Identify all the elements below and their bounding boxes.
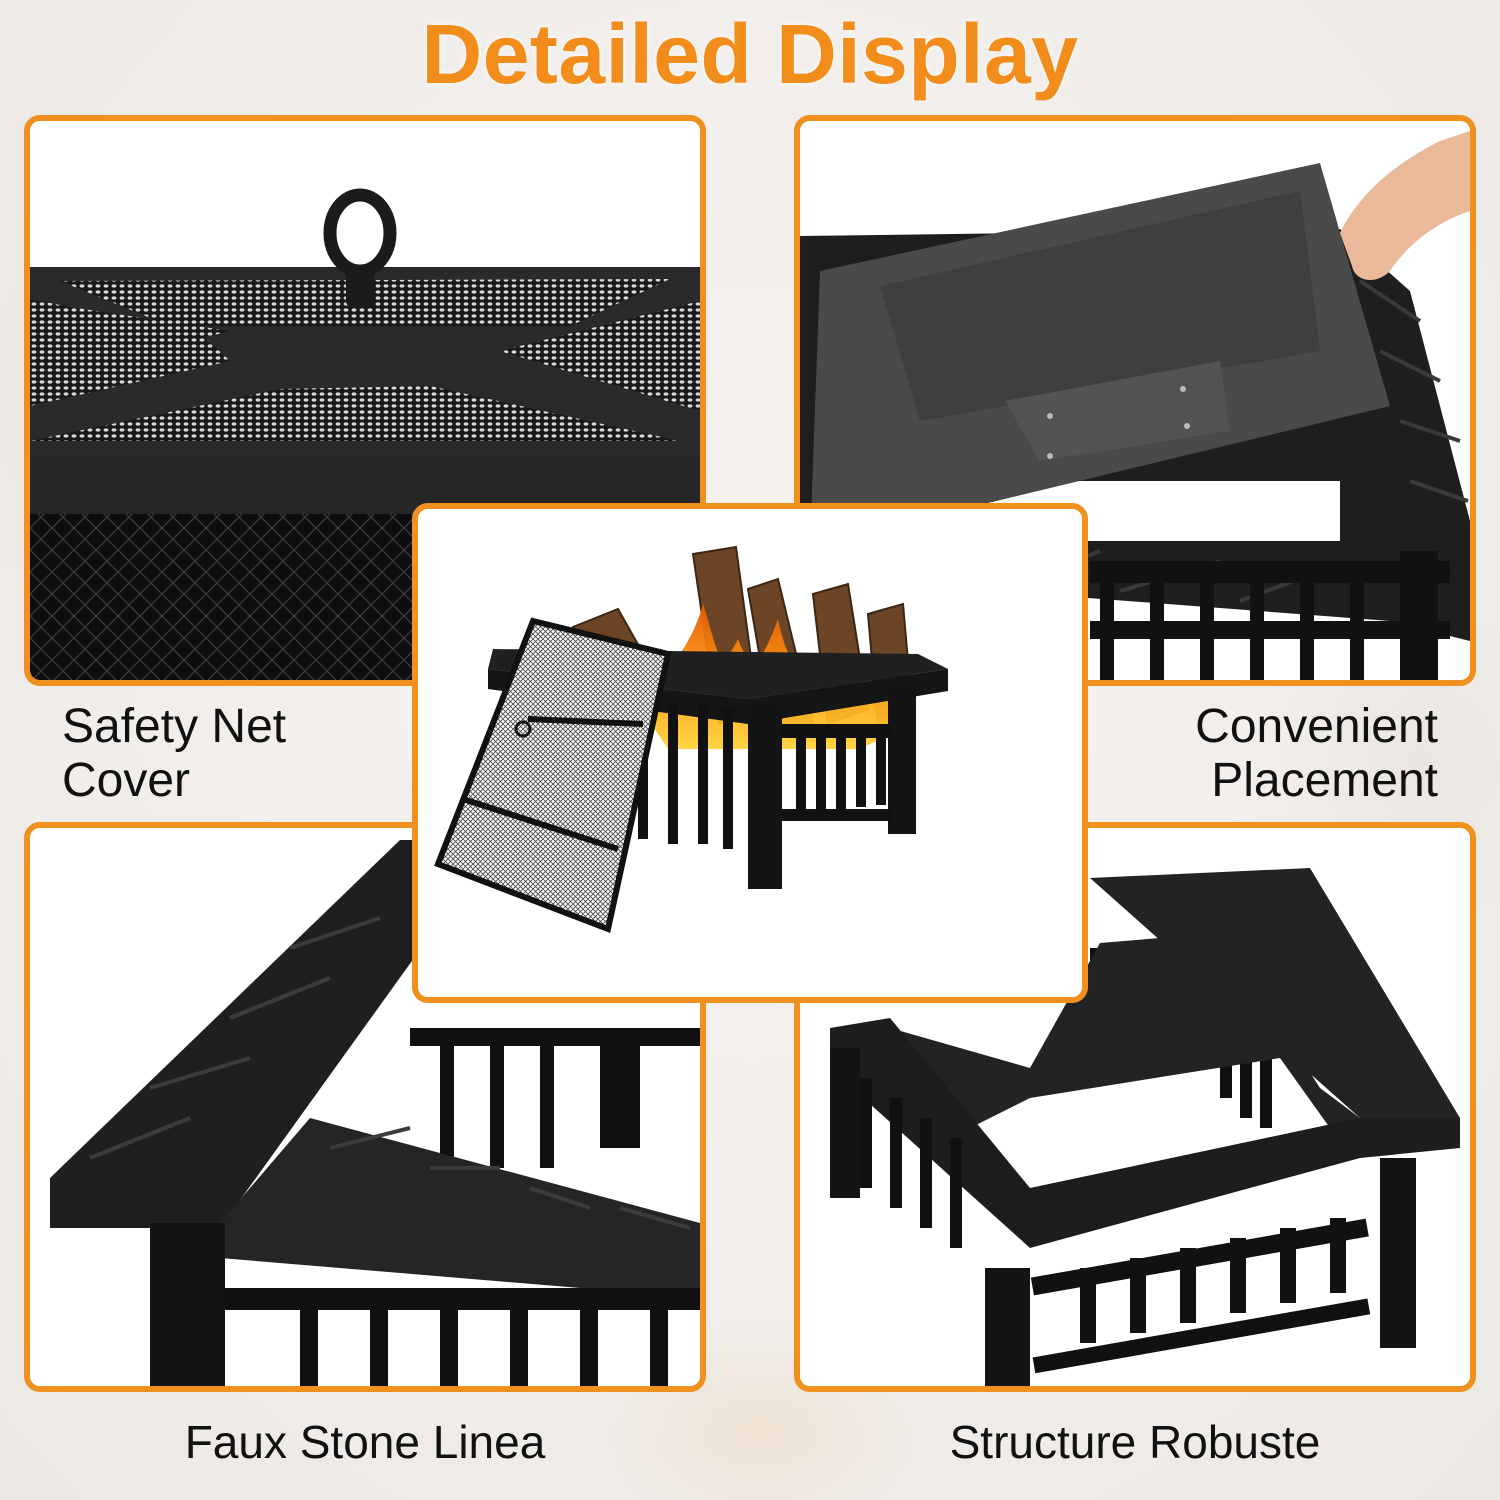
caption-line: Cover <box>62 754 191 807</box>
caption-line: Placement <box>1211 754 1438 807</box>
caption-structure-robuste: Structure Robuste <box>770 1415 1500 1469</box>
caption-convenient-placement: Convenient Placement <box>1195 700 1438 808</box>
caption-line: Convenient <box>1195 700 1438 753</box>
page-title: Detailed Display <box>421 7 1079 101</box>
caption-line: Safety Net <box>62 700 287 753</box>
caption-safety-net-cover: Safety Net Cover <box>62 700 286 808</box>
frame-image <box>800 828 1470 1386</box>
caption-faux-stone: Faux Stone Linea <box>0 1415 730 1469</box>
caption-line: Faux Stone Linea <box>184 1416 546 1468</box>
panel-fire-pit-main <box>412 503 1088 1003</box>
fire-pit-image <box>418 509 1082 997</box>
panel-faux-stone <box>24 822 706 1392</box>
caption-line: Structure Robuste <box>949 1416 1321 1468</box>
